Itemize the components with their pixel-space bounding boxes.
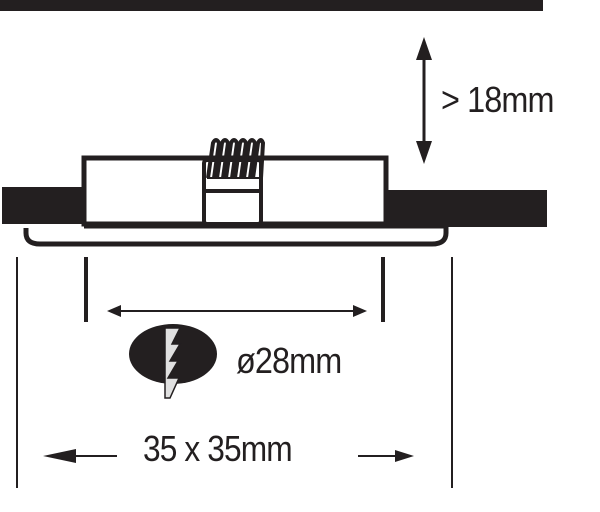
spring-clip-icon [202,138,266,226]
frame-size-label: 35 x 35mm [143,428,293,469]
hole-saw-drill-icon [129,324,217,399]
fixture-trim-frame [23,226,449,247]
diameter-dimension-arrow [107,305,367,317]
min-height-label: > 18mm [441,79,554,120]
ceiling-board-left [2,187,86,224]
top-strip [0,0,543,11]
height-dimension-arrow [416,37,432,164]
width-dimension-arrows [43,449,414,463]
ceiling-board-right [386,190,547,227]
hole-diameter-label: ø28mm [236,340,342,381]
